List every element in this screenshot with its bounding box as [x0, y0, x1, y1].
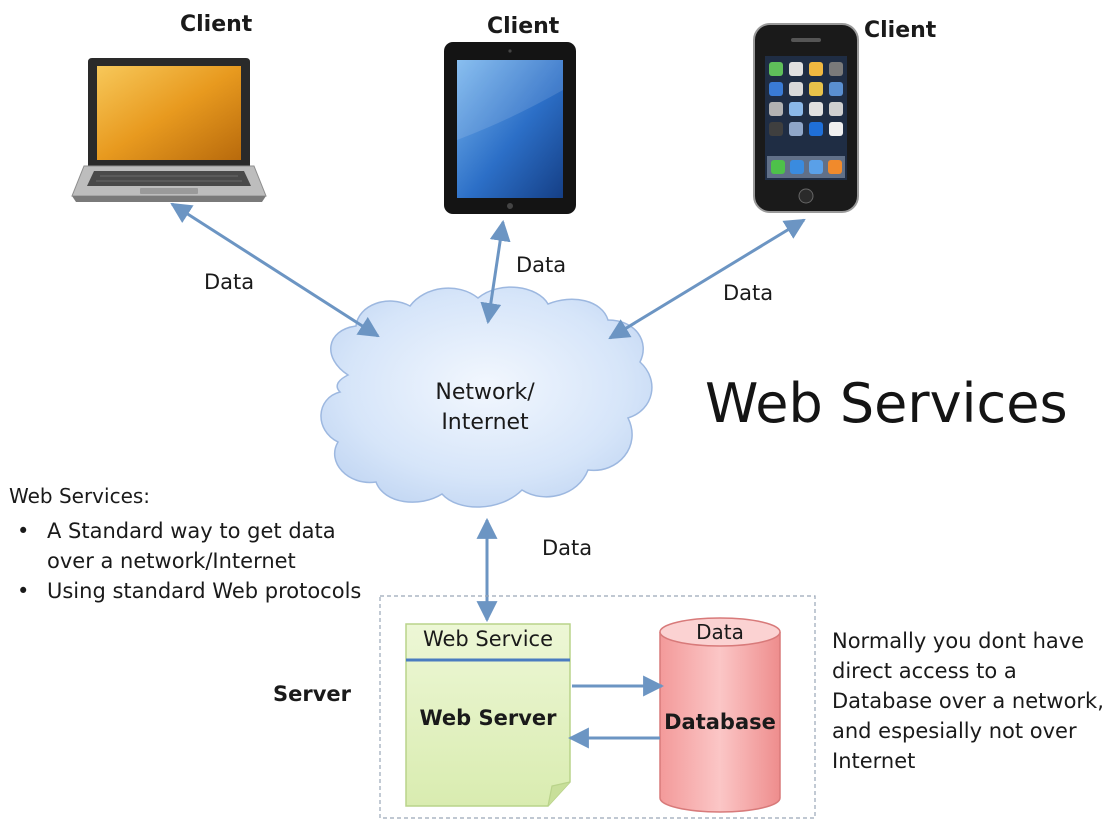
- arrow-tablet-cloud: [480, 219, 511, 325]
- bullet-item: • Using standard Web protocols: [9, 576, 377, 606]
- web-service-label: Web Service: [422, 627, 554, 651]
- web-services-heading: Web Services:: [9, 484, 151, 508]
- data-label-phone: Data: [723, 281, 774, 305]
- client-label-tablet: Client: [487, 14, 560, 39]
- cloud-label: Network/ Internet: [400, 378, 570, 438]
- arrow-laptop-cloud: [170, 202, 380, 338]
- bullet-item: • A Standard way to get data over a netw…: [9, 516, 377, 576]
- database-access-note: Normally you dont have direct access to …: [832, 629, 1104, 773]
- bullet-dot-icon: •: [17, 579, 30, 603]
- server-label: Server: [273, 682, 352, 706]
- data-label-laptop: Data: [204, 270, 255, 294]
- web-server-page: [405, 623, 571, 807]
- page-title: Web Services: [705, 372, 1068, 435]
- data-label-tablet: Data: [516, 253, 567, 277]
- laptop-icon: [71, 58, 267, 202]
- client-label-laptop: Client: [180, 12, 253, 37]
- tablet-icon: [444, 42, 576, 214]
- cloud-label-line2: Internet: [441, 410, 529, 435]
- data-label-server: Data: [542, 536, 593, 560]
- smartphone-icon: [753, 23, 859, 213]
- client-label-phone: Client: [864, 18, 937, 43]
- network-cloud-shape: [320, 286, 653, 508]
- cloud-label-line1: Network/: [435, 380, 535, 405]
- database-top-label: Data: [696, 620, 744, 644]
- web-server-label: Web Server: [419, 706, 557, 730]
- web-services-bullets: • A Standard way to get data over a netw…: [9, 516, 377, 606]
- bullet-text: Using standard Web protocols: [47, 579, 362, 603]
- bullet-dot-icon: •: [17, 519, 30, 543]
- web-services-info: Web Services: • A Standard way to get da…: [9, 484, 377, 606]
- bullet-text: A Standard way to get data over a networ…: [47, 519, 336, 573]
- server-boundary: [379, 595, 816, 819]
- arrow-phone-cloud: [608, 218, 806, 340]
- database-label: Database: [664, 710, 776, 734]
- database-cylinder: [659, 617, 781, 813]
